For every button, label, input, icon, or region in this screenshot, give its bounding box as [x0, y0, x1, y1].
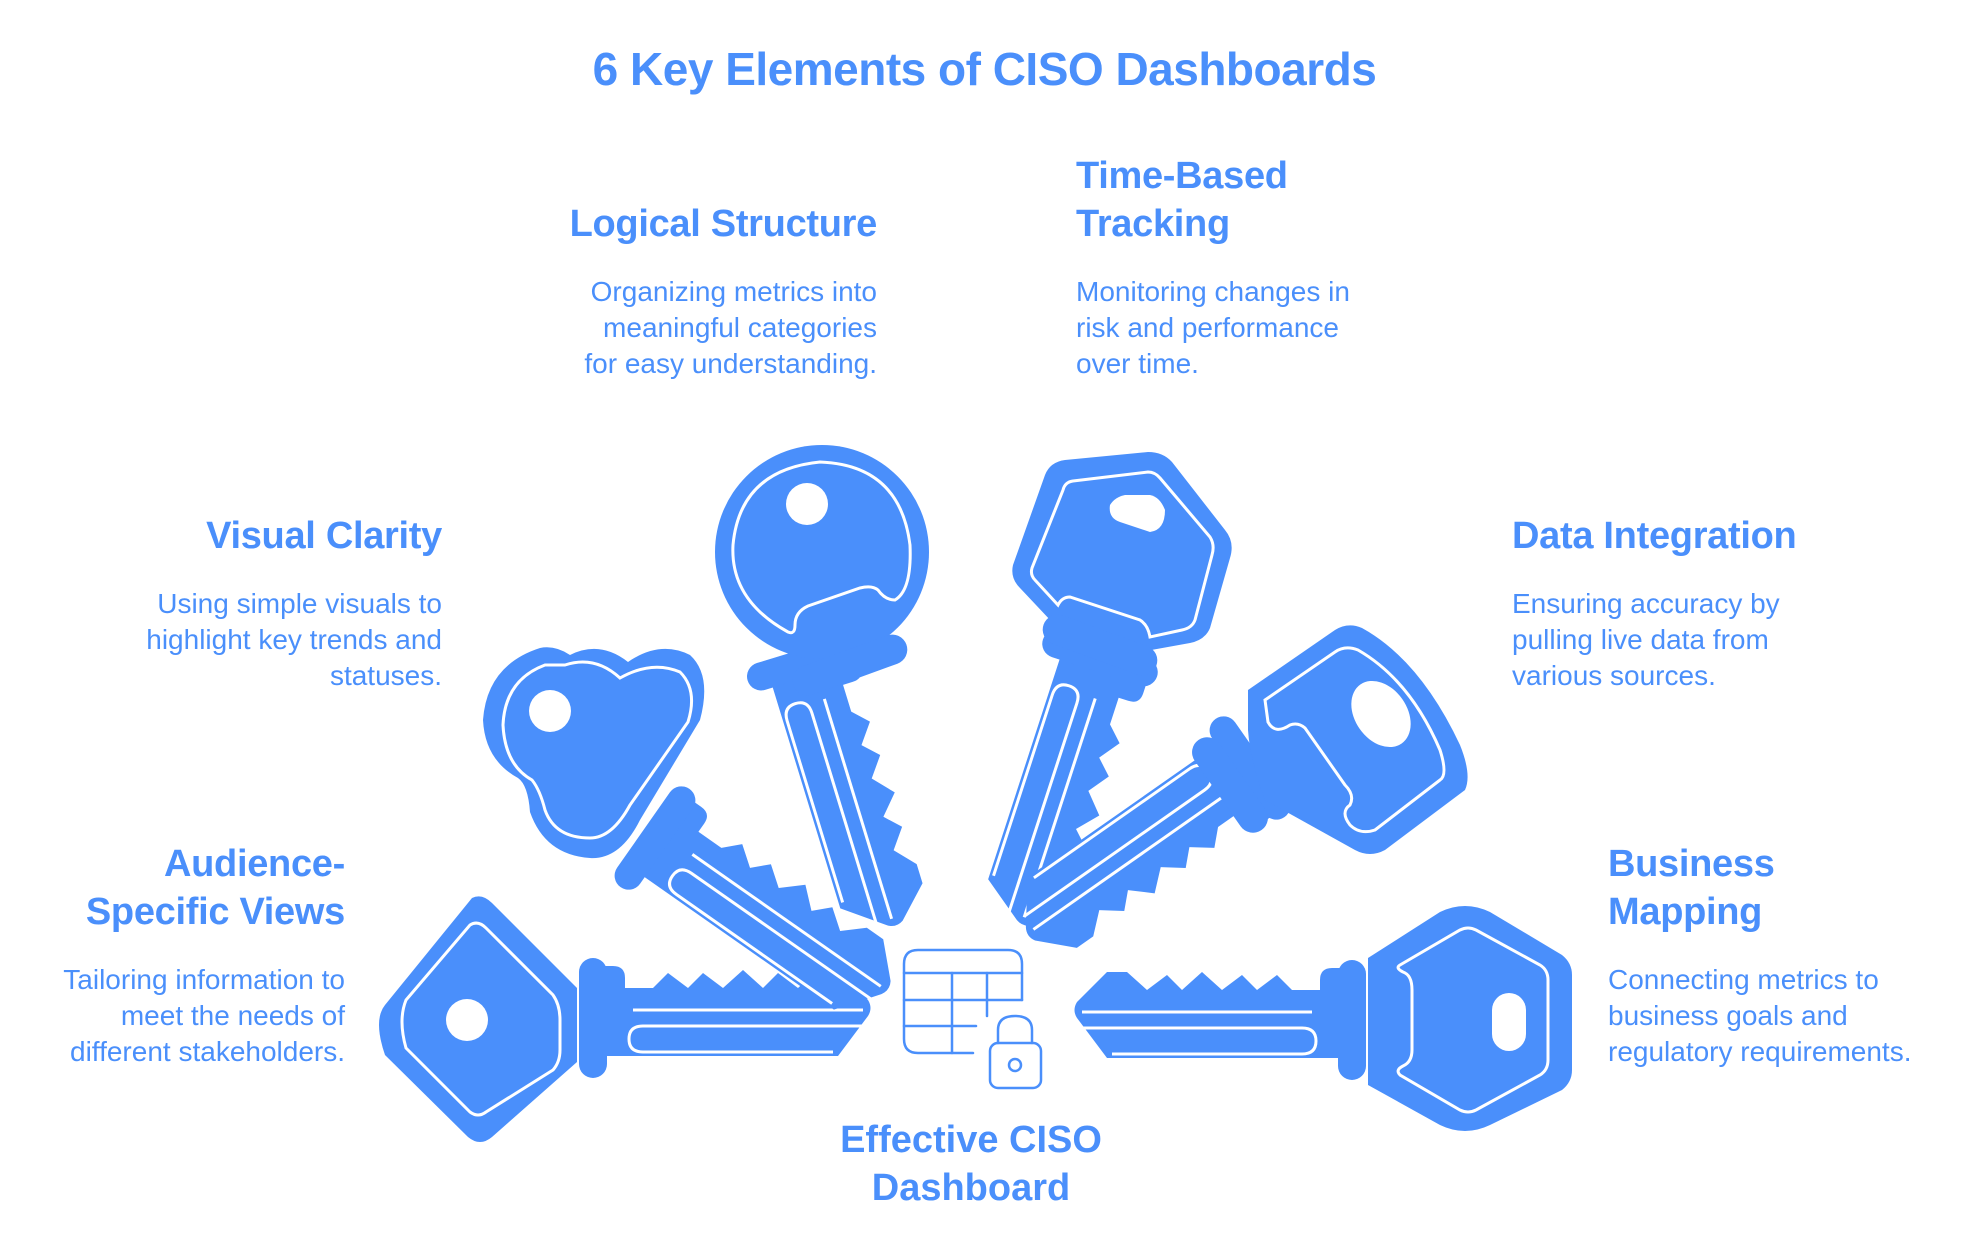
hexagon-key-icon: [955, 452, 1232, 942]
element-heading: Logical Structure: [569, 203, 878, 245]
element-logical-structure: Logical Structure Organizing metrics int…: [569, 200, 878, 382]
element-description: Using simple visuals to highlight key tr…: [146, 588, 442, 691]
square-key-icon: [986, 625, 1468, 978]
diamond-key-icon: [379, 896, 872, 1142]
center-label: Effective CISO Dashboard: [840, 1119, 1102, 1209]
element-description: Tailoring information to meet the needs …: [63, 964, 345, 1067]
trefoil-key-icon: [483, 647, 919, 1048]
element-heading: Visual Clarity: [206, 515, 442, 557]
element-description: Connecting metrics to business goals and…: [1608, 964, 1912, 1067]
round-key-icon: [715, 445, 946, 948]
element-description: Organizing metrics into meaningful categ…: [584, 276, 877, 379]
hex-key-icon: [1073, 906, 1572, 1131]
element-audience-specific-views: Audience-Specific Views Tailoring inform…: [63, 840, 345, 1070]
element-description: Monitoring changes in risk and performan…: [1076, 276, 1350, 379]
element-data-integration: Data Integration Ensuring accuracy by pu…: [1512, 512, 1797, 694]
element-visual-clarity: Visual Clarity Using simple visuals to h…: [146, 512, 442, 694]
element-heading: Audience-Specific Views: [85, 843, 345, 933]
element-description: Ensuring accuracy by pulling live data f…: [1512, 588, 1780, 691]
table-lock-icon: [902, 948, 1043, 1090]
page-title: 6 Key Elements of CISO Dashboards: [592, 43, 1377, 95]
element-heading: Data Integration: [1512, 515, 1797, 557]
